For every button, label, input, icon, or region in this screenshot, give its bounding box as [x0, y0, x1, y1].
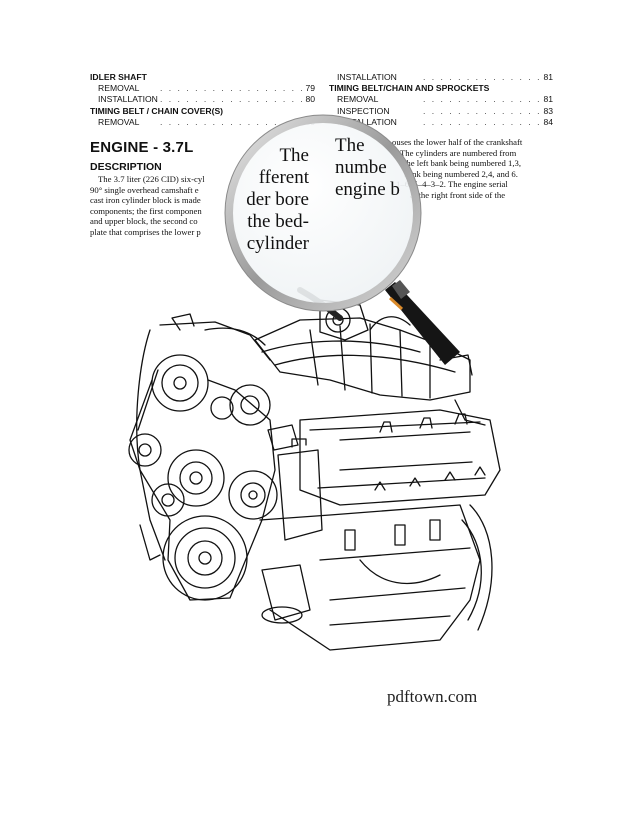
description-right-column: ouses the lower half of the crankshaft T… [392, 137, 553, 201]
text-line: 1–6–5–4–3–2. The engine serial [396, 179, 508, 190]
toc-label: REMOVAL [337, 94, 379, 105]
toc-heading: TIMING BELT/CHAIN AND SPROCKETS [329, 83, 553, 94]
toc-label: INSTALLATION [98, 94, 158, 105]
toc-label: TIMING BELT / CHAIN COVER(S) [90, 105, 224, 116]
toc-leader-dots: . . . . . . . . . . . . . . . . . . . . … [160, 116, 303, 127]
toc-entry[interactable]: INSTALLATION . . . . . . . . . . . . . . … [329, 72, 553, 83]
toc-leader-dots: . . . . . . . . . . . . . . . . . . . . … [423, 94, 541, 105]
toc-label: IDLER SHAFT [90, 72, 147, 82]
magnified-text: The fferent der bore the bed- cylinder T… [231, 121, 415, 305]
lens-line: The [279, 145, 309, 166]
text-line: at the right front side of the [410, 189, 506, 200]
toc-label: INSPECTION [337, 105, 390, 116]
toc-right: INSTALLATION . . . . . . . . . . . . . . … [329, 72, 553, 128]
lens-line: der bore [246, 189, 309, 210]
toc-leader-dots: . . . . . . . . . . . . . . . . . . . . … [423, 116, 541, 127]
description-left-column: The 3.7 liter (226 CID) six-cyl 90° sing… [90, 174, 240, 238]
magnifier-rim-outer [224, 114, 422, 312]
toc-heading: TIMING BELT / CHAIN COVER(S) [90, 106, 315, 117]
toc-page-number: 83 [543, 105, 553, 116]
toc-page-number: 80 [305, 94, 315, 105]
lens-line: fferent [258, 167, 309, 188]
toc-label: REMOVAL [98, 83, 140, 94]
toc-page-number: 81 [543, 72, 553, 82]
toc-entry[interactable]: INSPECTION . . . . . . . . . . . . . . . … [329, 106, 553, 117]
text-line: ouses the lower half of the crankshaft [392, 137, 523, 147]
engine-drawing [128, 299, 501, 651]
text-line: The cylinders are numbered from [400, 147, 517, 158]
toc-entry[interactable]: INSTALLATION. . . . . . . . . . . . . . … [90, 94, 315, 105]
text-line: bank being numbered 2,4, and 6. [404, 168, 518, 179]
toc-entry[interactable]: REMOVAL . . . . . . . . . . . . . . . . .… [90, 83, 315, 94]
lens-line: engine b [335, 179, 400, 200]
toc-heading: IDLER SHAFT [90, 72, 315, 83]
toc-entry[interactable]: INSTALLATION . . . . . . . . . . . . . . … [329, 117, 553, 128]
toc-page-number: 84 [543, 116, 553, 127]
toc-leader-dots: . . . . . . . . . . . . . . . . . . . . … [423, 72, 541, 82]
watermark: pdftown.com [387, 687, 478, 706]
toc-page-number: 79 [305, 83, 315, 94]
section-title: ENGINE - 3.7L [90, 139, 194, 156]
toc-leader-dots: . . . . . . . . . . . . . . . . . . . . … [160, 94, 303, 105]
toc-entry[interactable]: REMOVAL . . . . . . . . . . . . . . . . .… [329, 94, 553, 105]
lens-line: cylinder [246, 233, 309, 254]
text-line: 90° single overhead camshaft e [90, 184, 199, 195]
toc-leader-dots: . . . . . . . . . . . . . . . . . . . . … [160, 83, 303, 94]
magnifier-rim [225, 115, 421, 311]
toc-label: INSTALLATION [337, 72, 397, 82]
toc-label: TIMING BELT/CHAIN AND SPROCKETS [329, 83, 490, 94]
text-line: plate that comprises the lower p [90, 226, 201, 237]
text-line: and upper block, the second co [90, 216, 198, 227]
text-line: the left bank being numbered 1,3, [404, 158, 522, 169]
subsection-title: DESCRIPTION [90, 161, 162, 173]
toc-page-number: 81 [543, 94, 553, 105]
text-line: cast iron cylinder block is made [90, 195, 201, 206]
toc-leader-dots: . . . . . . . . . . . . . . . . . . . . … [423, 105, 541, 116]
toc-label: REMOVAL [98, 116, 140, 127]
magnifier-lens [231, 121, 415, 305]
lens-line: the bed- [247, 211, 309, 232]
lens-line: The [335, 135, 365, 156]
text-line: components; the first componen [90, 205, 202, 216]
lens-line: numbe [335, 157, 387, 178]
toc-label: INSTALLATION [337, 116, 397, 127]
text-line: The 3.7 liter (226 CID) six-cyl [98, 174, 205, 184]
